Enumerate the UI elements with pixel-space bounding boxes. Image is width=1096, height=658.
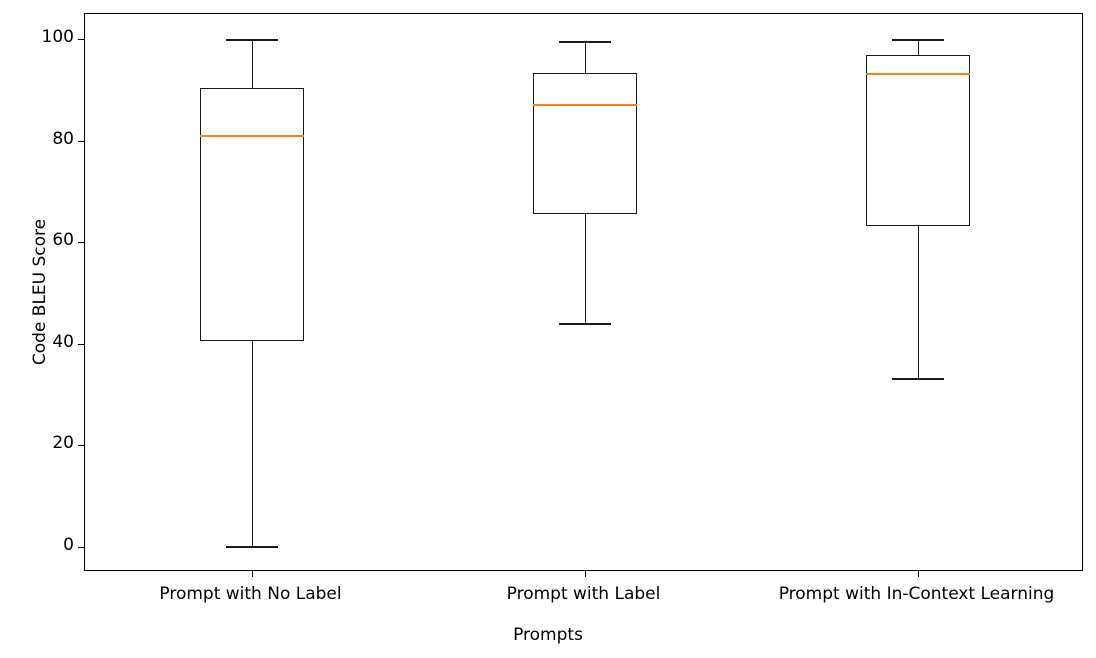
x-axis-tick [917, 570, 919, 577]
plot-axes [78, 13, 1083, 577]
y-axis-tick [78, 39, 85, 41]
y-axis-tick [78, 546, 85, 548]
boxplot-whisker-lower [917, 226, 919, 378]
boxplot-whisker-upper [917, 39, 919, 55]
boxplot-median-line [865, 72, 970, 75]
y-axis-tick [78, 343, 85, 345]
boxplot-box [532, 72, 637, 215]
boxplot-whisker-upper [251, 39, 253, 88]
x-axis-tick-label: Prompt with In-Context Learning [778, 584, 1055, 604]
boxplot-cap-lower [558, 322, 611, 325]
y-axis-tick-label: 0 [63, 534, 74, 555]
y-axis-tick [78, 445, 85, 447]
y-axis-tick-label: 20 [52, 433, 74, 454]
plot-surface [78, 14, 1082, 577]
x-axis-tick-label: Prompt with Label [506, 584, 661, 604]
y-axis-tick-label: 80 [52, 128, 74, 149]
boxplot-whisker-upper [584, 41, 586, 73]
boxplot-cap-upper [225, 39, 278, 42]
boxplot-cap-lower [225, 545, 278, 548]
boxplot-median-line [532, 104, 637, 107]
boxplot-whisker-lower [584, 214, 586, 323]
y-axis-label: Code BLEU Score [30, 218, 50, 366]
x-axis-tick-label: Prompt with No Label [159, 584, 342, 604]
boxplot-cap-upper [891, 39, 944, 42]
y-axis-tick-label: 40 [52, 331, 74, 352]
y-axis-tick [78, 242, 85, 244]
x-axis-label: Prompts [513, 625, 583, 645]
boxplot-cap-lower [891, 377, 944, 380]
x-axis-tick [251, 570, 253, 577]
boxplot-median-line [199, 134, 304, 137]
boxplot-whisker-lower [251, 341, 253, 546]
boxplot-box [865, 54, 970, 227]
boxplot-cap-upper [558, 41, 611, 44]
y-axis-tick [78, 140, 85, 142]
boxplot-box [199, 87, 304, 342]
y-axis-tick-label: 100 [41, 27, 74, 48]
y-axis-tick-label: 60 [52, 230, 74, 251]
x-axis-tick [584, 570, 586, 577]
